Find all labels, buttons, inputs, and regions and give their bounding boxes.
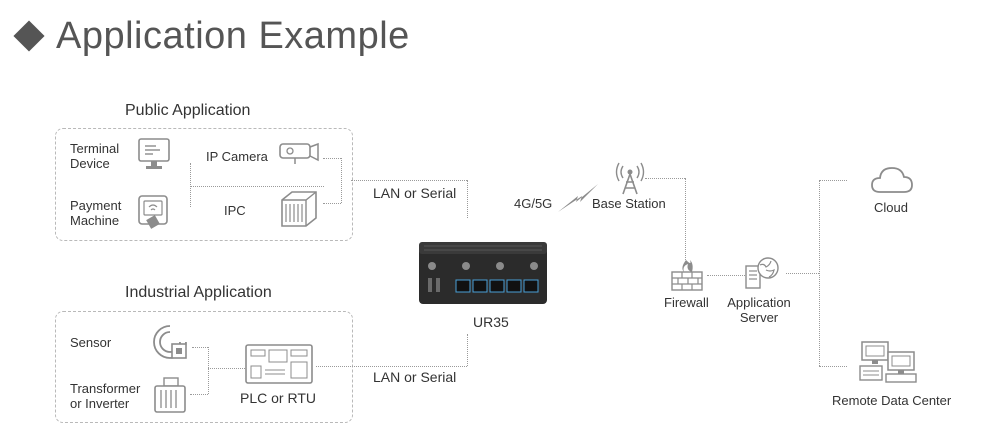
public-connector — [190, 163, 191, 207]
ur35-router-icon — [419, 242, 547, 304]
industrial-lan-line — [316, 366, 467, 367]
firewall-icon — [671, 260, 703, 291]
application-server-icon — [745, 257, 779, 289]
public-lan-line — [467, 180, 468, 218]
diamond-bullet-icon — [13, 20, 45, 52]
distribution-connector — [786, 273, 819, 274]
public-application-title: Public Application — [125, 102, 251, 119]
terminal-device-icon — [138, 138, 170, 169]
sensor-label: Sensor — [70, 335, 112, 350]
public-connector — [341, 158, 342, 203]
wan-connector — [645, 178, 685, 179]
terminal-device-label: Terminal Device — [70, 141, 120, 171]
cloud-label: Cloud — [874, 200, 908, 215]
public-connector — [323, 158, 341, 159]
public-connector — [190, 186, 324, 187]
base-station-label: Base Station — [592, 196, 666, 211]
distribution-connector — [819, 366, 847, 367]
page-header: Application Example — [12, 10, 410, 62]
transformer-label: Transformer or Inverter — [70, 381, 141, 411]
ip-camera-icon — [279, 142, 319, 164]
industrial-link-label: LAN or Serial — [373, 369, 457, 385]
cloud-icon — [871, 167, 913, 193]
industrial-application-title: Industrial Application — [125, 284, 272, 301]
distribution-connector — [819, 180, 820, 366]
industrial-connector — [192, 347, 208, 348]
firewall-label: Firewall — [664, 295, 709, 310]
router-label: UR35 — [473, 314, 509, 330]
public-application-box — [55, 128, 353, 241]
industrial-connector — [208, 368, 245, 369]
plc-rtu-icon — [245, 344, 313, 384]
wan-connector — [685, 178, 686, 260]
wireless-lightning-icon — [558, 184, 598, 212]
page-title: Application Example — [56, 14, 410, 57]
payment-machine-label: Payment Machine — [70, 198, 122, 228]
remote-data-center-icon — [859, 341, 917, 383]
base-station-icon — [615, 162, 645, 195]
ipc-icon — [281, 191, 317, 227]
sensor-icon — [153, 325, 187, 359]
public-lan-line — [351, 180, 467, 181]
industrial-connector — [208, 347, 209, 394]
transformer-icon — [154, 377, 186, 413]
payment-machine-icon — [138, 195, 168, 229]
industrial-lan-line — [467, 334, 468, 366]
firewall-server-connector — [707, 275, 745, 276]
application-server-label: Application Server — [727, 295, 791, 325]
ip-camera-label: IP Camera — [206, 149, 268, 164]
remote-data-center-label: Remote Data Center — [832, 393, 952, 408]
cellular-label: 4G/5G — [514, 196, 553, 211]
public-link-label: LAN or Serial — [373, 185, 457, 201]
industrial-application-box — [55, 311, 353, 423]
plc-label: PLC or RTU — [240, 390, 316, 406]
distribution-connector — [819, 180, 847, 181]
ipc-label: IPC — [224, 203, 246, 218]
industrial-connector — [190, 394, 208, 395]
public-connector — [323, 203, 341, 204]
